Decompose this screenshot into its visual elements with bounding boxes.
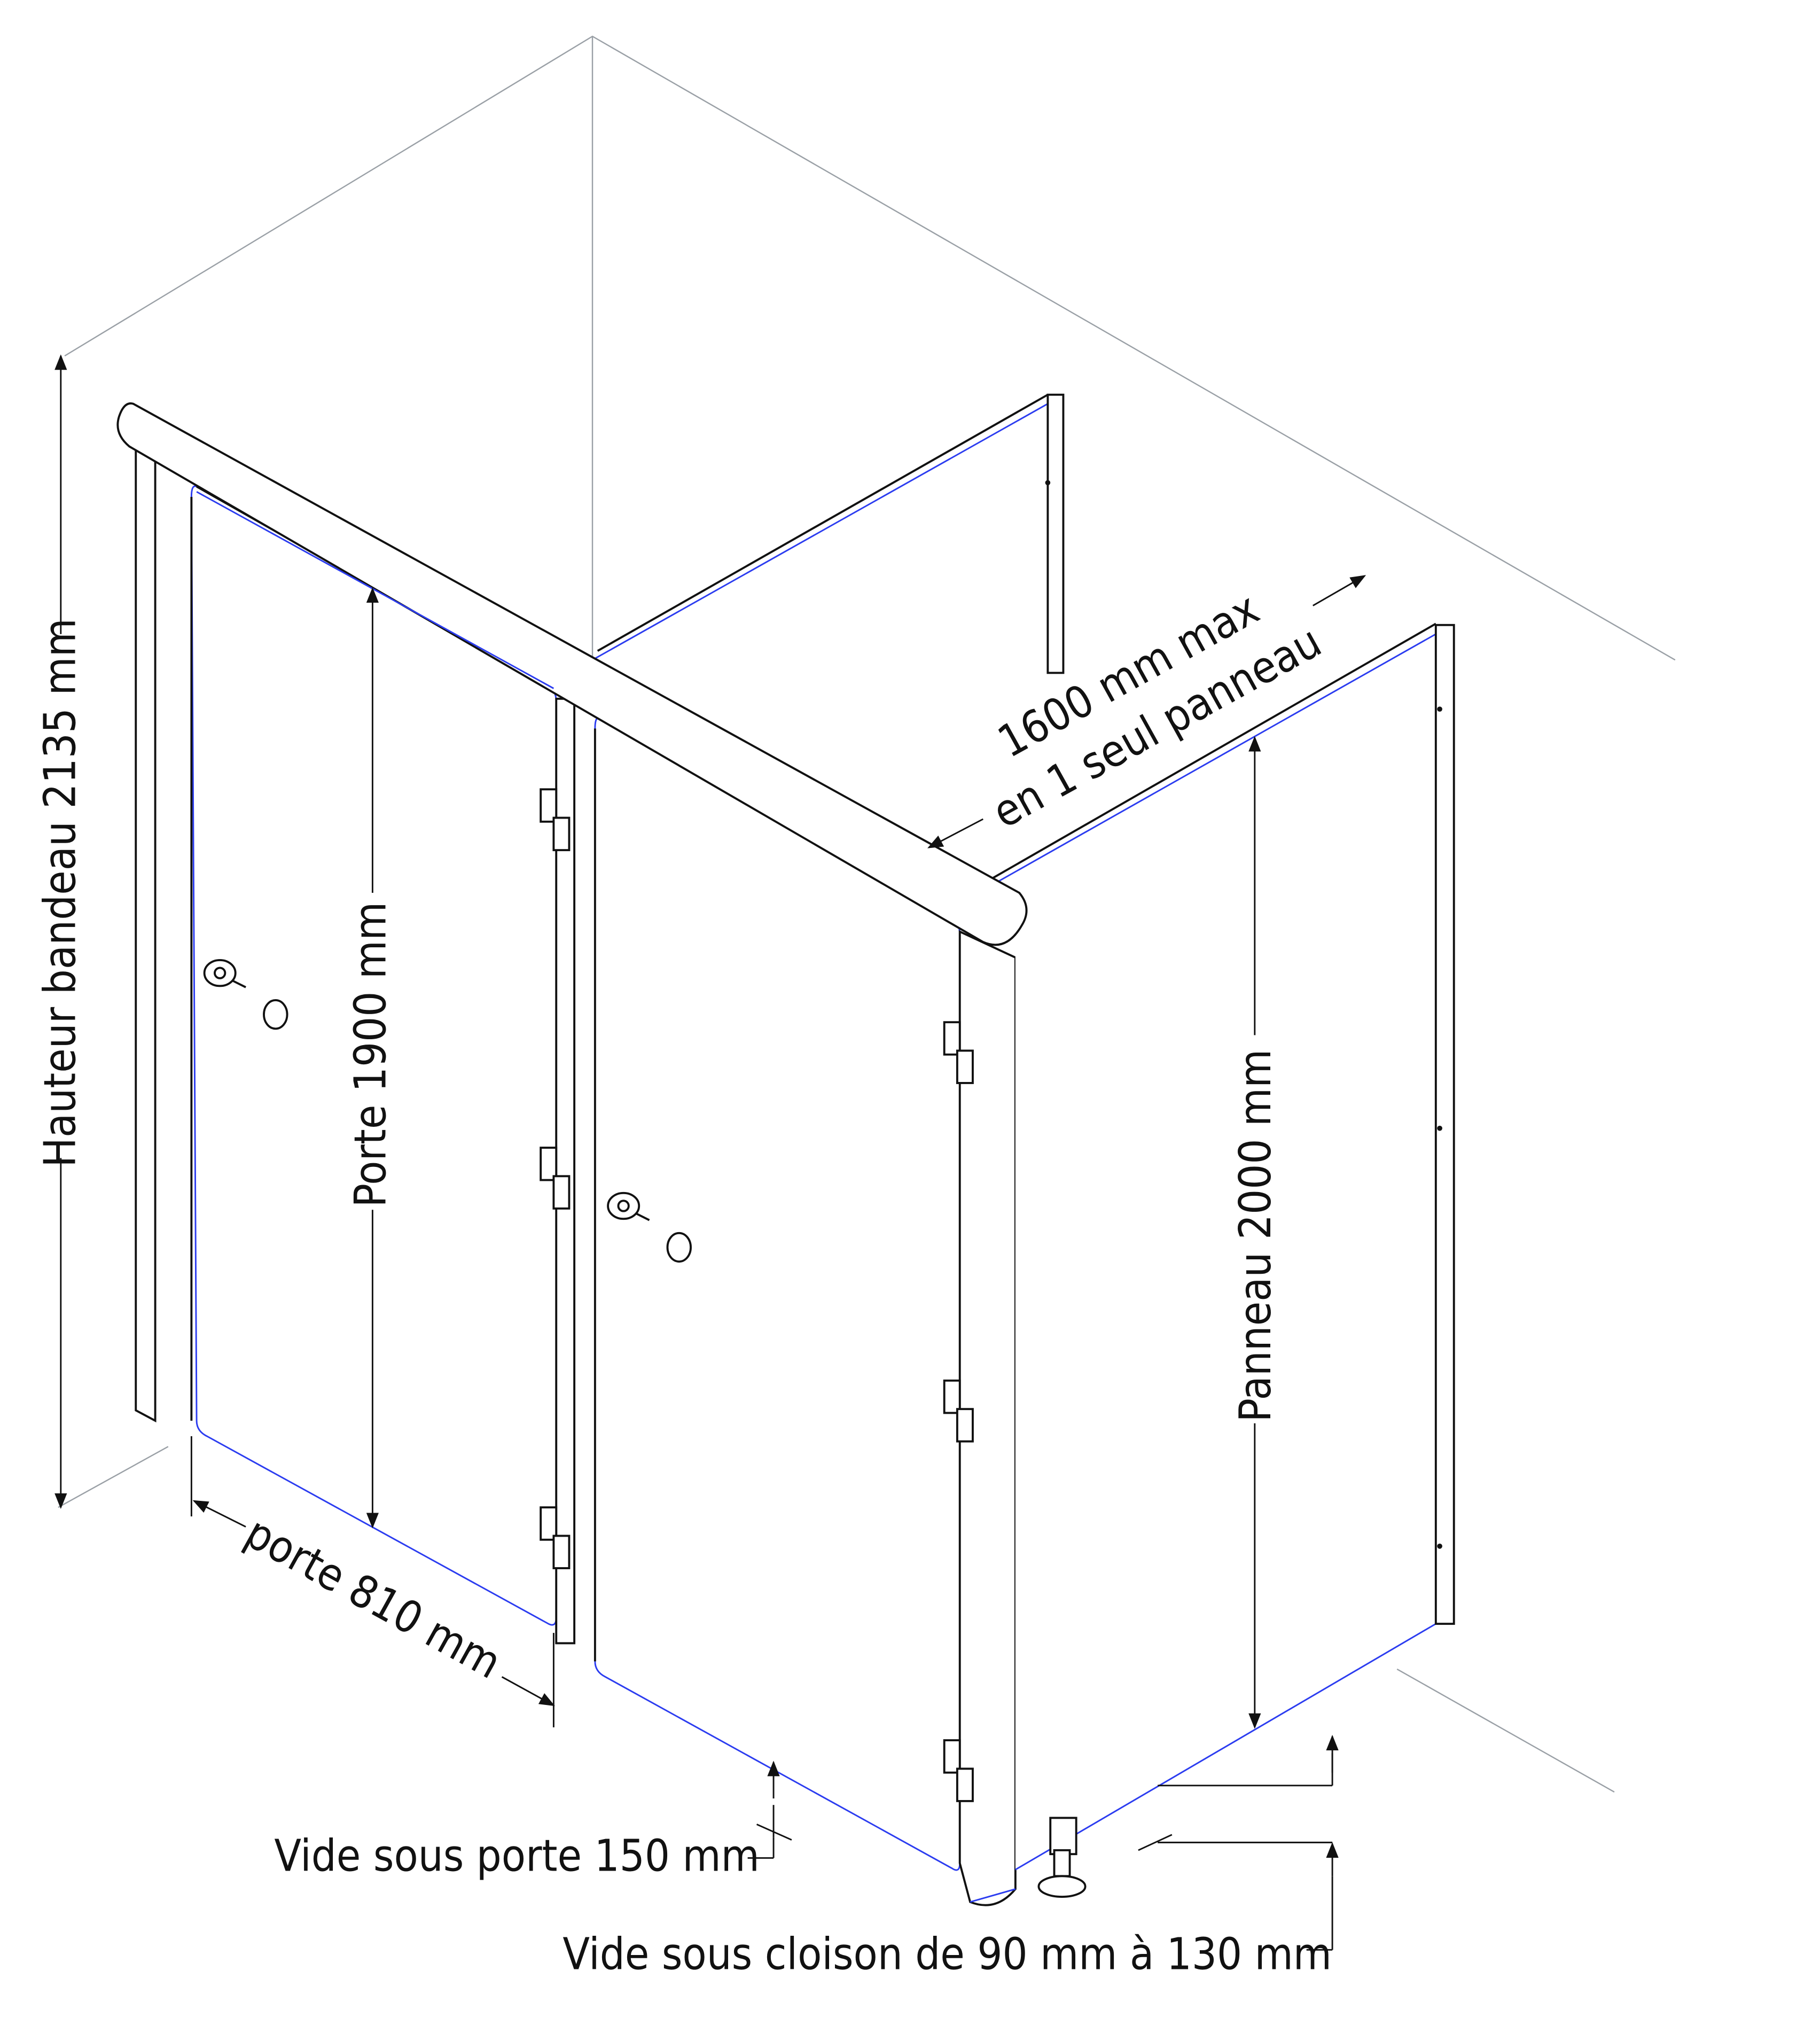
hinge-icon <box>943 1739 974 1802</box>
label-hauteur-bandeau: Hauteur bandeau 2135 mm <box>35 618 85 1167</box>
hinges <box>540 788 974 1802</box>
left-pilaster <box>135 445 157 1423</box>
adjustable-foot-icon <box>1037 1817 1087 1898</box>
room-outline <box>58 35 1676 1793</box>
knob-icon <box>263 999 288 1030</box>
label-vide-cloison: Vide sous cloison de 90 mm à 130 mm <box>563 1929 1332 1980</box>
hinge-icon <box>540 1147 571 1210</box>
hinge-icon <box>943 1379 974 1443</box>
hinge-icon <box>943 1021 974 1084</box>
label-porte-hauteur: Porte 1900 mm <box>346 902 396 1208</box>
hinge-icon <box>540 788 571 852</box>
knob-icon <box>666 1232 692 1263</box>
lock-icon <box>203 959 246 988</box>
label-vide-porte: Vide sous porte 150 mm <box>274 1831 759 1882</box>
side-partition <box>989 622 1455 1871</box>
lock-icon <box>607 1191 650 1221</box>
back-partition <box>592 393 1065 674</box>
hinge-icon <box>540 1506 571 1569</box>
door-hardware <box>203 959 692 1263</box>
label-panneau-hauteur: Panneau 2000 mm <box>1230 1049 1281 1422</box>
dimension-lines <box>54 354 1366 1951</box>
front-post <box>958 930 1017 1906</box>
